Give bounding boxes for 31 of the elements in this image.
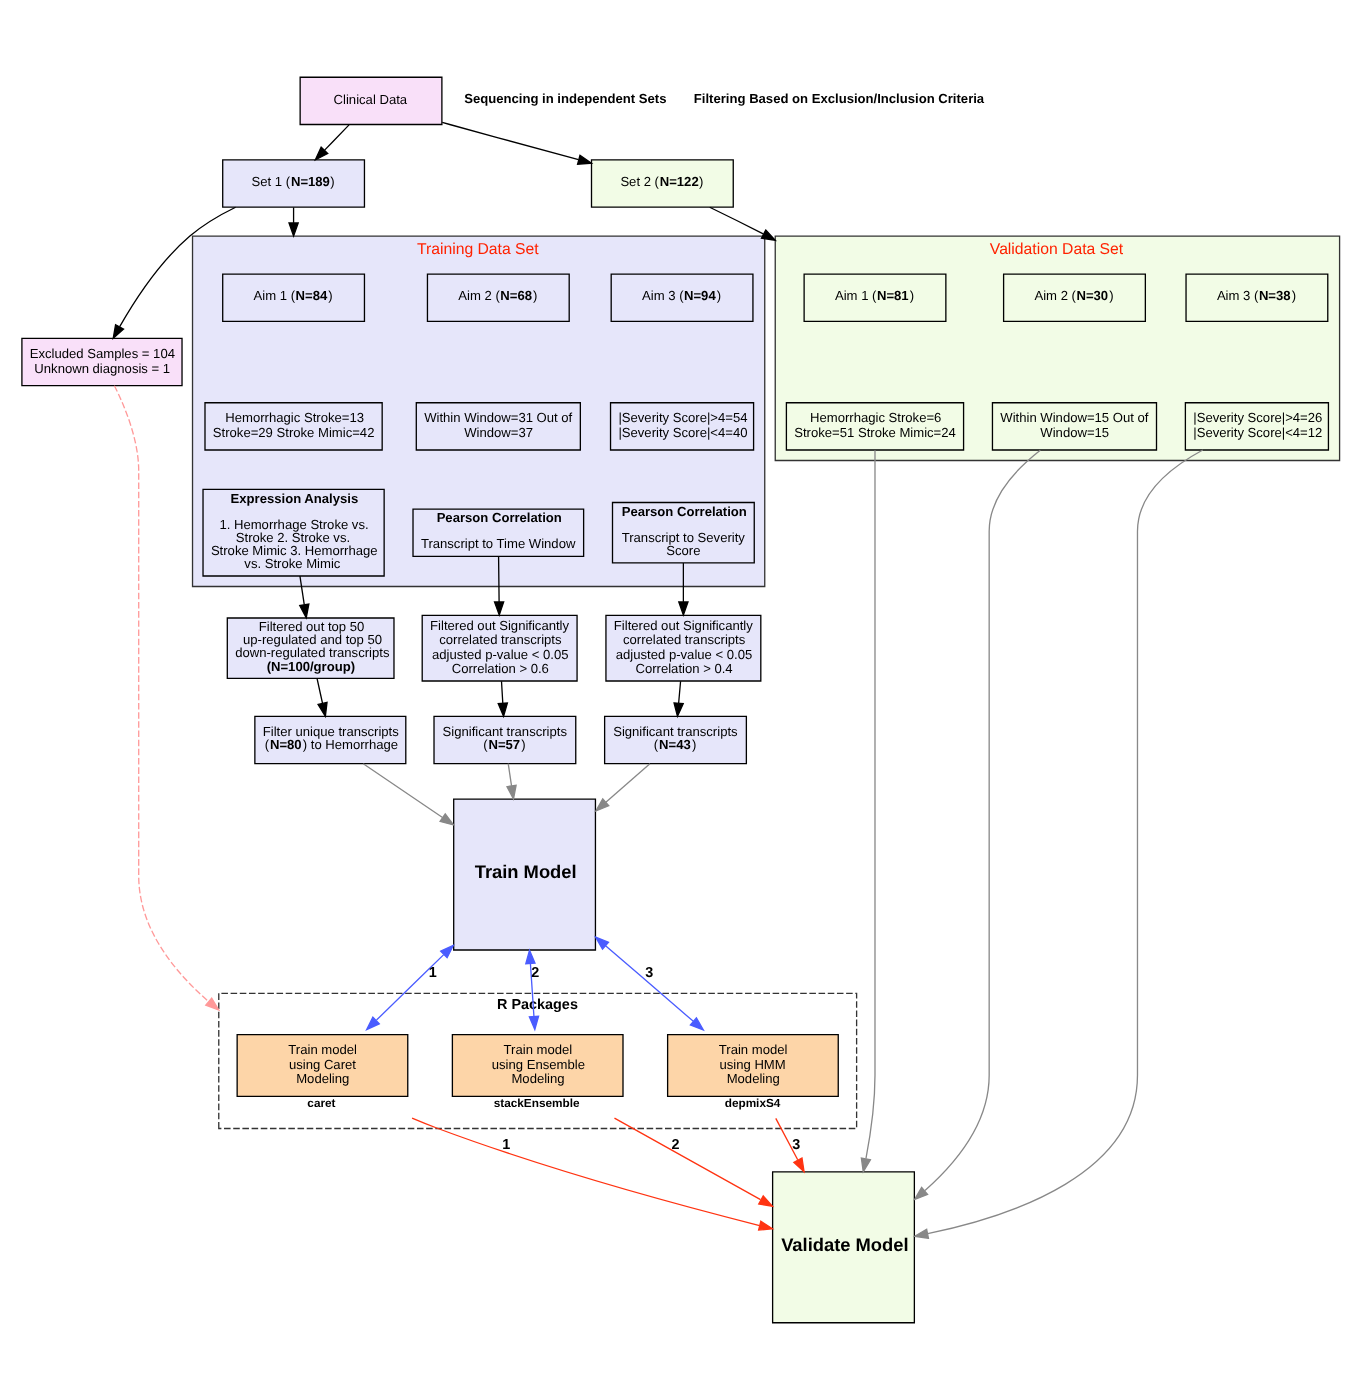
arrow: [709, 206, 777, 242]
arrow: [912, 449, 1204, 1239]
arrow: [594, 763, 651, 813]
arrow: [411, 1117, 775, 1231]
arrow: [362, 763, 456, 827]
arrow: [493, 556, 505, 618]
arrow: [441, 121, 594, 165]
arrow: [913, 449, 1041, 1201]
edge-label: 1: [428, 963, 437, 982]
arrow: [673, 680, 685, 719]
arrow: [506, 763, 517, 801]
arrow: [524, 948, 540, 1032]
arrow: [594, 935, 705, 1032]
arrow: [113, 385, 221, 1012]
arrow: [497, 680, 509, 719]
arrow: [316, 678, 328, 719]
edge-label: 2: [671, 1135, 680, 1154]
arrow: [775, 1117, 805, 1174]
arrow: [314, 124, 350, 162]
node-box: Validate Model: [771, 1171, 915, 1324]
arrow: [112, 206, 237, 341]
edge-label: 3: [645, 963, 654, 982]
edge-label: 2: [531, 963, 540, 982]
arrow: [365, 943, 455, 1032]
edge-label: 1: [502, 1135, 511, 1154]
edge-label: 3: [792, 1135, 801, 1154]
arrow: [298, 575, 310, 620]
arrow: [677, 562, 689, 618]
arrow: [860, 449, 876, 1174]
arrow: [613, 1117, 775, 1208]
node-box: Train Model: [453, 798, 597, 951]
